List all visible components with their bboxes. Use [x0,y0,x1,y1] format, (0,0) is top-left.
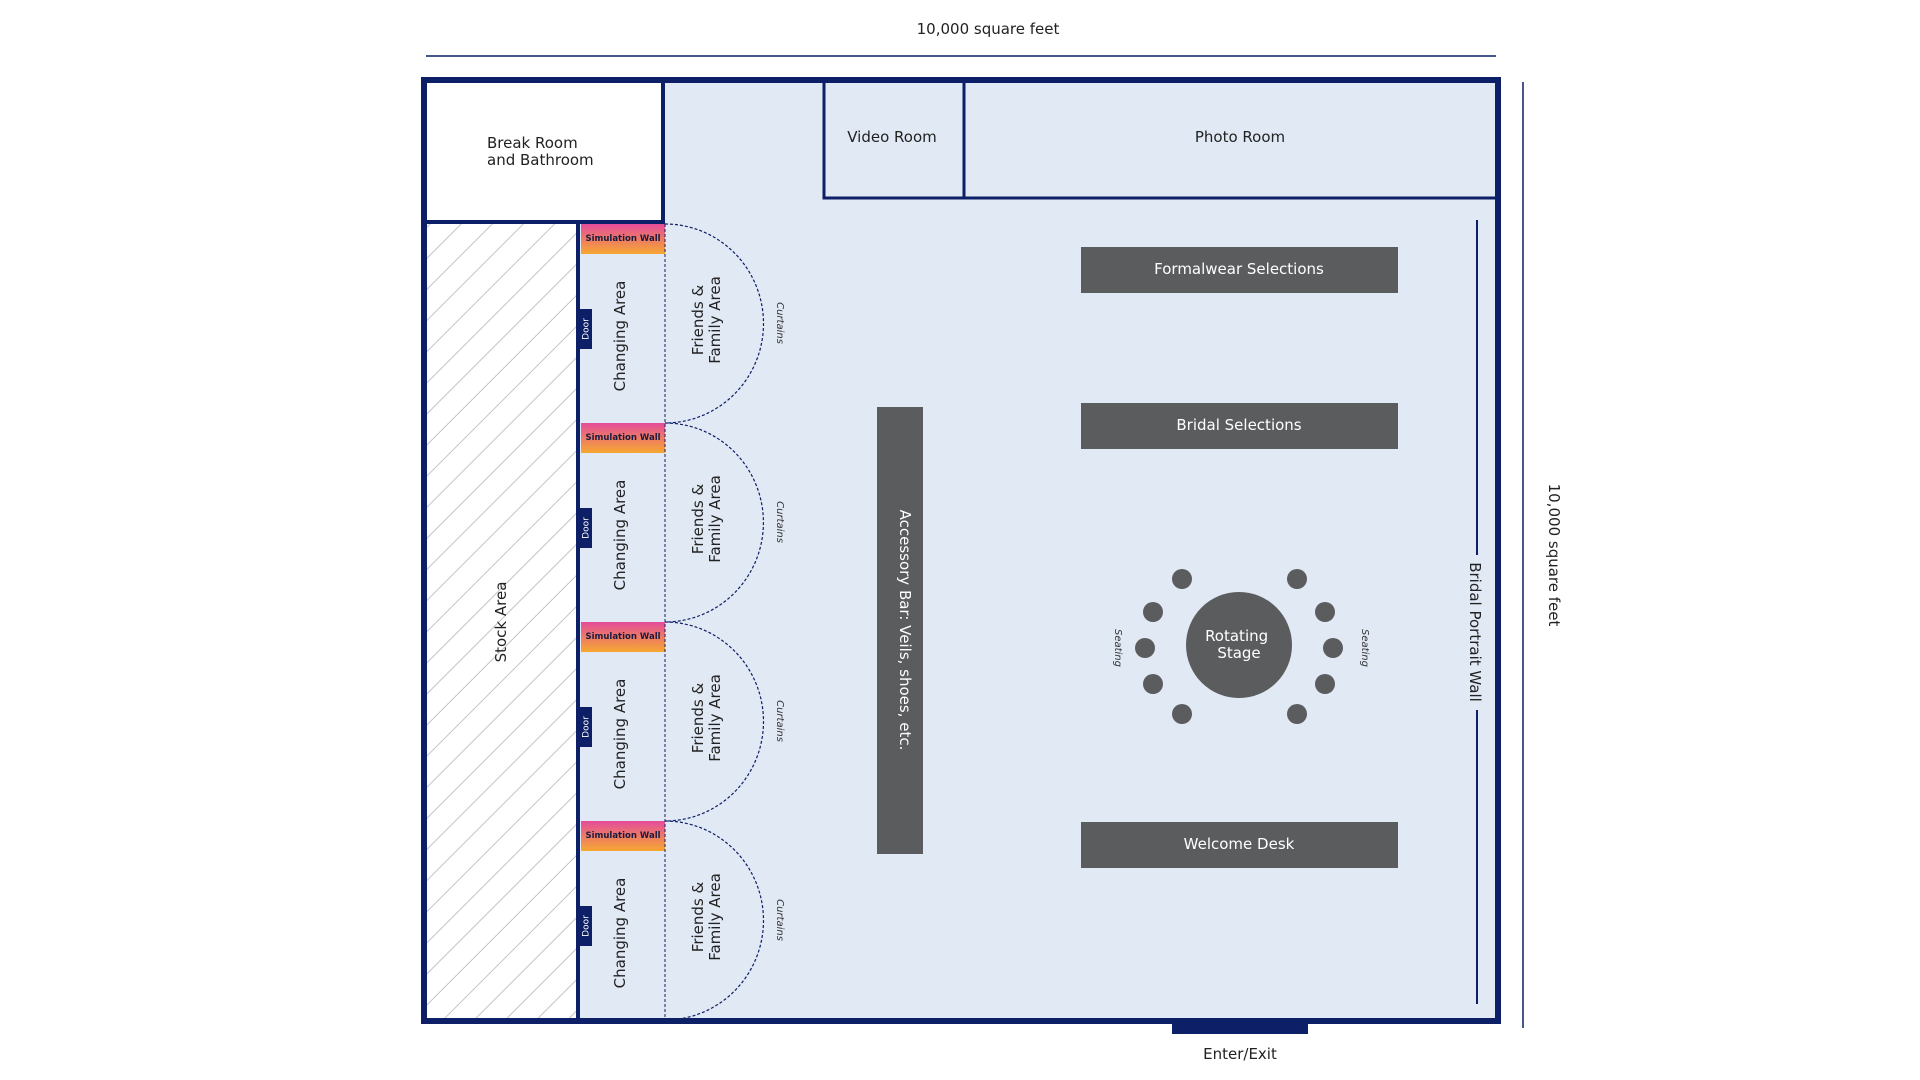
seat[interactable] [1315,674,1335,694]
rotating-stage-label: Rotating Stage [1205,627,1273,662]
stock-area-hatch [427,224,576,1020]
changing-area-label: Changing Area [611,281,629,392]
break-room [423,78,665,224]
formalwear-selections[interactable] [1081,247,1398,293]
seat[interactable] [1287,704,1307,724]
curtain-arc[interactable] [664,621,765,822]
bridal-selections[interactable] [1081,403,1398,449]
door[interactable] [580,309,592,349]
friends-family-label: Friends &Family Area [689,873,724,961]
entrance-door[interactable] [1172,1020,1308,1034]
door-label: Door [582,517,592,539]
stock-area-label: Stock Area [492,582,510,663]
simulation-wall [581,821,665,851]
friends-family-label: Friends &Family Area [689,674,724,762]
seat[interactable] [1287,569,1307,589]
curtains-label: Curtains [774,899,785,941]
seat[interactable] [1315,602,1335,622]
formalwear-selections-label: Formalwear Selections [1154,260,1324,278]
seating-group [1135,569,1343,724]
friends-family-label: Friends &Family Area [689,276,724,364]
right-dimension-label: 10,000 square feet [1545,484,1563,627]
curtain-arc[interactable] [664,820,765,1021]
photo-room-label: Photo Room [1195,128,1285,146]
rotating-stage[interactable] [1186,592,1292,698]
changing-area-label: Changing Area [611,480,629,591]
curtains-label: Curtains [774,501,785,543]
door[interactable] [580,508,592,548]
door-label: Door [582,716,592,738]
seat[interactable] [1172,704,1192,724]
changing-area-label: Changing Area [611,878,629,989]
seat[interactable] [1143,602,1163,622]
curtain-arc[interactable] [664,422,765,623]
simulation-wall [581,224,665,254]
curtain-arc[interactable] [664,223,765,424]
accessory-bar-label: Accessory Bar: Veils, shoes, etc. [896,510,914,751]
seat[interactable] [1143,674,1163,694]
video-room-label: Video Room [847,128,937,146]
seating-label-right: Seating [1359,629,1370,667]
simulation-wall-label: Simulation Wall [585,234,660,244]
simulation-wall [581,622,665,652]
accessory-bar[interactable] [877,407,923,854]
curtains-label: Curtains [774,700,785,742]
seat[interactable] [1323,638,1343,658]
door[interactable] [580,906,592,946]
welcome-desk-label: Welcome Desk [1184,835,1295,853]
curtains-label: Curtains [774,302,785,344]
simulation-wall-label: Simulation Wall [585,433,660,443]
top-dimension-label: 10,000 square feet [917,20,1060,38]
door-label: Door [582,318,592,340]
door[interactable] [580,707,592,747]
simulation-wall-label: Simulation Wall [585,632,660,642]
break-room-label: Break Room and Bathroom [487,134,594,169]
friends-family-label: Friends &Family Area [689,475,724,563]
seat[interactable] [1135,638,1155,658]
seating-label-left: Seating [1112,629,1123,667]
entrance-label: Enter/Exit [1203,1045,1277,1063]
simulation-wall [581,423,665,453]
portrait-wall-label: Bridal Portrait Wall [1466,562,1484,702]
outer-wall [421,77,1501,1024]
changing-area-label: Changing Area [611,679,629,790]
bridal-selections-label: Bridal Selections [1176,416,1301,434]
seat[interactable] [1172,569,1192,589]
door-label: Door [582,915,592,937]
simulation-wall-label: Simulation Wall [585,831,660,841]
welcome-desk[interactable] [1081,822,1398,868]
